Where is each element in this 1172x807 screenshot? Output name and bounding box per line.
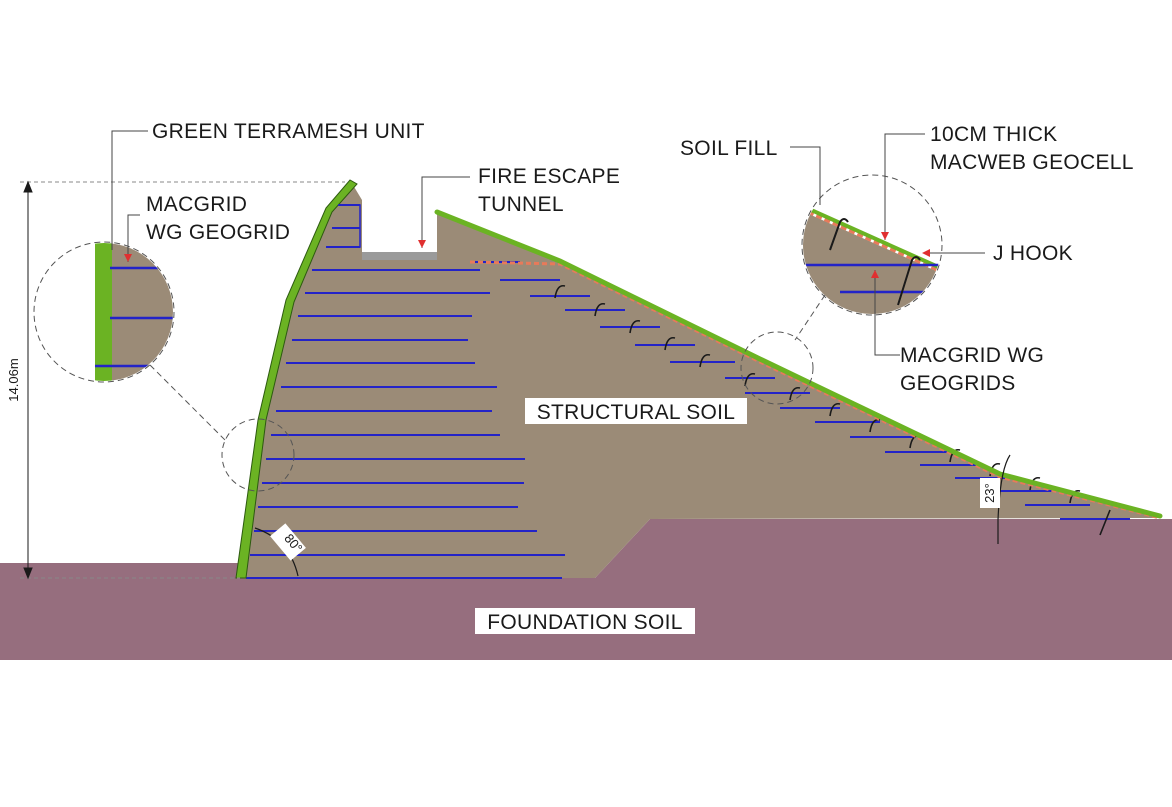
label-fire-escape-line2: TUNNEL [478,193,564,216]
slope-angle-marker [997,454,1011,544]
height-dimension [20,180,345,580]
structural-soil-body [240,180,1160,578]
label-green-terramesh-unit: GREEN TERRAMESH UNIT [152,120,425,143]
label-macgrid-geogrids-line1: MACGRID WG [900,344,1044,367]
slope-detail-bubble [740,174,943,405]
leader-arrows [124,232,930,278]
label-soil-fill: SOIL FILL [680,137,778,160]
wall-detail-bubble [33,241,295,492]
label-fire-escape-line1: FIRE ESCAPE [478,165,620,188]
label-geocell-line2: MACWEB GEOCELL [930,151,1134,174]
slope-angle-label: 23° [982,483,997,503]
terramesh-facing [235,179,358,579]
geogrid-layers [246,204,1130,579]
label-macgrid-line2: WG GEOGRID [146,221,290,244]
label-geocell-line1: 10CM THICK [930,123,1057,146]
label-j-hook: J HOOK [993,242,1073,265]
leader-lines [111,130,985,356]
label-foundation-soil: FOUNDATION SOIL [487,611,682,634]
label-structural-soil: STRUCTURAL SOIL [537,401,736,424]
foundation-soil-layer [0,519,1172,660]
terramesh-top-units [328,204,361,248]
slope-vegetation [434,209,1163,519]
label-macgrid-geogrids-line2: GEOGRIDS [900,372,1016,395]
geocell-facing [469,260,1161,520]
height-dimension-label: 14.06m [6,358,21,401]
fire-escape-tunnel [362,252,437,260]
label-macgrid-line1: MACGRID [146,193,247,216]
